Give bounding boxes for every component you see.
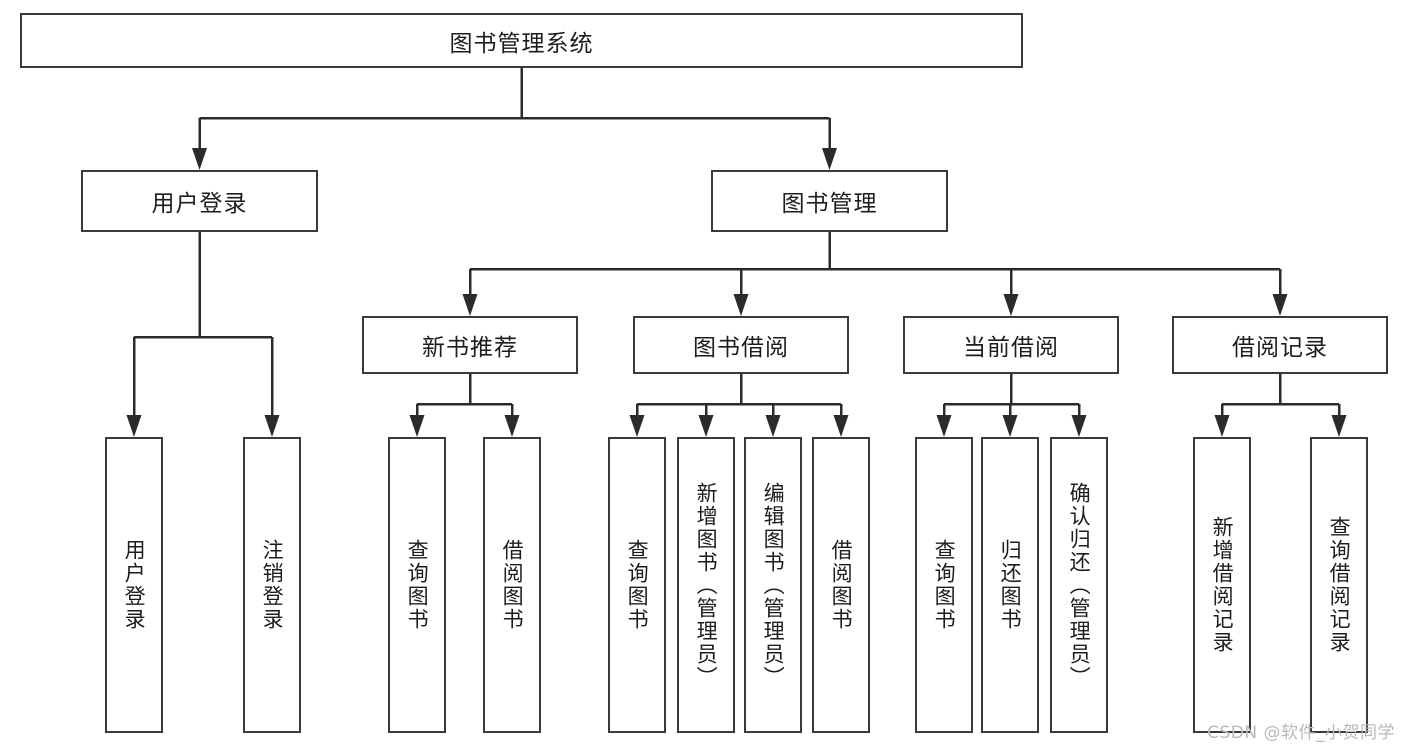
node-label: 新增借阅记录 xyxy=(1210,516,1235,654)
node-leaf-query-borrow-record[interactable]: 查询借阅记录 xyxy=(1310,437,1368,733)
node-leaf-query-book-current[interactable]: 查询图书 xyxy=(915,437,973,733)
node-label: 图书管理系统 xyxy=(449,30,594,57)
node-label: 借阅图书 xyxy=(829,539,854,631)
node-label: 用户登录 xyxy=(151,191,248,217)
node-label: 注销登录 xyxy=(260,539,285,631)
node-leaf-add-book-admin[interactable]: 新增图书（管理员） xyxy=(677,437,735,733)
node-leaf-query-book-recommendation[interactable]: 查询图书 xyxy=(388,437,446,733)
node-new-book-recommendation[interactable]: 新书推荐 xyxy=(362,316,578,374)
node-label: 用户登录 xyxy=(122,539,147,631)
node-label: 查询图书 xyxy=(405,539,430,631)
node-label: 查询图书 xyxy=(932,539,957,631)
node-leaf-borrow-book-borrowing[interactable]: 借阅图书 xyxy=(812,437,870,733)
node-user-login[interactable]: 用户登录 xyxy=(81,170,318,232)
node-leaf-query-book-borrowing[interactable]: 查询图书 xyxy=(608,437,666,733)
node-leaf-return-book[interactable]: 归还图书 xyxy=(981,437,1039,733)
node-label: 新增图书（管理员） xyxy=(694,481,719,689)
node-label: 借阅记录 xyxy=(1232,335,1328,361)
node-leaf-borrow-book-recommendation[interactable]: 借阅图书 xyxy=(483,437,541,733)
node-leaf-edit-book-admin[interactable]: 编辑图书（管理员） xyxy=(744,437,802,733)
node-label: 当前借阅 xyxy=(963,335,1059,361)
node-borrowing-records[interactable]: 借阅记录 xyxy=(1172,316,1388,374)
node-leaf-user-login[interactable]: 用户登录 xyxy=(105,437,163,733)
node-leaf-add-borrow-record[interactable]: 新增借阅记录 xyxy=(1193,437,1251,733)
node-leaf-confirm-return-admin[interactable]: 确认归还（管理员） xyxy=(1050,437,1108,733)
node-book-management[interactable]: 图书管理 xyxy=(711,170,948,232)
node-leaf-logout[interactable]: 注销登录 xyxy=(243,437,301,733)
node-label: 查询图书 xyxy=(625,539,650,631)
node-label: 归还图书 xyxy=(998,539,1023,631)
node-label: 查询借阅记录 xyxy=(1327,516,1352,654)
node-label: 确认归还（管理员） xyxy=(1067,481,1092,689)
node-root-book-management-system[interactable]: 图书管理系统 xyxy=(20,13,1023,68)
node-label: 编辑图书（管理员） xyxy=(761,481,786,689)
node-current-borrowing[interactable]: 当前借阅 xyxy=(903,316,1119,374)
csdn-watermark: CSDN @软件_小贺同学 xyxy=(1207,723,1395,743)
node-label: 图书管理 xyxy=(781,191,878,217)
node-label: 新书推荐 xyxy=(422,335,518,361)
node-book-borrowing[interactable]: 图书借阅 xyxy=(633,316,849,374)
node-label: 图书借阅 xyxy=(693,335,789,361)
node-label: 借阅图书 xyxy=(500,539,525,631)
